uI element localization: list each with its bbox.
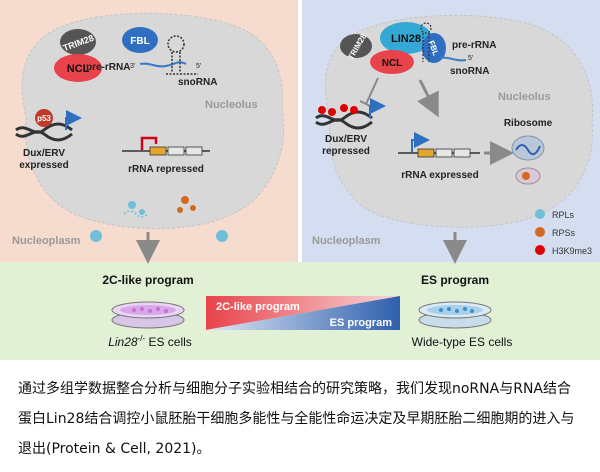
ribosome-icon: [511, 135, 545, 185]
right-ncl-shape: [370, 50, 414, 74]
right-rrna-gene: [398, 132, 480, 158]
gradient-es-triangle: [206, 296, 400, 330]
left-ncl-label: NCL: [67, 63, 90, 75]
right-dux-erv-label: Dux/ERV: [325, 134, 367, 145]
left-petri-dish: [111, 301, 185, 329]
right-petri-dish: [418, 301, 492, 329]
p53-label: p53: [37, 114, 51, 123]
figure-caption: 通过多组学数据整合分析与细胞分子实验相结合的研究策略，我们发现noRNA与RNA…: [18, 381, 575, 457]
left-rrna-gene: [122, 136, 210, 156]
gradient-es-label: ES program: [330, 317, 393, 329]
lin28-ko-sup: -/-: [138, 334, 146, 343]
left-three-prime: 3': [130, 63, 135, 70]
left-nucleoplasm-label: Nucleoplasm: [12, 235, 81, 247]
right-nucleoplasm-label: Nucleoplasm: [312, 235, 381, 247]
left-nucleolus-label: Nucleolus: [205, 99, 258, 111]
legend: RPLs RPSs H3K9me3: [535, 209, 592, 256]
left-dux-erv-chromatin: p53: [15, 109, 82, 142]
lin28-label: LIN28: [391, 33, 421, 45]
right-dux-erv-chromatin: [315, 98, 386, 130]
right-trim28-shape: [340, 34, 372, 58]
two-c-program-title: 2C-like program: [102, 273, 193, 287]
right-nucleolus-label: Nucleolus: [498, 91, 551, 103]
left-pre-rrna-strand: [139, 61, 187, 68]
figure: TRIM28 NCL FBL pre-rRNA 3' 5' snoRNA Nuc…: [0, 0, 600, 360]
left-snorna-label: snoRNA: [178, 77, 217, 88]
left-free-ribosomal-proteins: [123, 196, 196, 218]
p53-shape: [35, 109, 53, 127]
left-dna-strand: [15, 122, 73, 134]
left-ncl-shape: [54, 54, 102, 82]
lin28-shape: [380, 22, 432, 54]
left-rrna-repressed-label: rRNA repressed: [128, 164, 204, 175]
right-protein-cluster: TRIM28 LIN28 FBL NCL: [340, 22, 446, 74]
diagram-svg: TRIM28 NCL FBL pre-rRNA 3' 5' snoRNA Nuc…: [0, 0, 600, 360]
legend-rpls-swatch: [535, 209, 545, 219]
right-snorna-label: snoRNA: [450, 66, 489, 77]
legend-h3k9me3-label: H3K9me3: [552, 246, 592, 256]
right-five-prime: 5': [468, 55, 473, 62]
legend-rpls-label: RPLs: [552, 210, 575, 220]
left-fbl-label: FBL: [130, 36, 149, 47]
left-rpl-dot: [90, 230, 102, 242]
left-dux-promoter-arrow: [65, 110, 82, 130]
left-five-prime: 5': [196, 63, 201, 70]
left-fbl: FBL: [122, 27, 158, 53]
right-snorna-hairpin: [420, 22, 467, 62]
es-program-title: ES program: [421, 273, 489, 287]
right-inhibit-line: [365, 77, 379, 105]
left-fbl-shape: [122, 27, 158, 53]
left-dux-erv-label: Dux/ERV: [23, 148, 65, 159]
right-rrna-expressed-label: rRNA expressed: [401, 170, 478, 181]
left-trim28-ncl: TRIM28 NCL: [54, 29, 102, 82]
left-expressed-label: expressed: [19, 160, 68, 171]
lin28-ko-gene: Lin28: [108, 335, 138, 349]
right-pre-rrna-label: pre-rRNA: [452, 40, 496, 51]
left-snorna-hairpin: [166, 35, 198, 75]
lin28-ko-rest: ES cells: [145, 335, 192, 349]
legend-h3k9me3-swatch: [535, 245, 545, 255]
ribosome-label: Ribosome: [504, 118, 553, 129]
left-pre-rrna-label: pre-rRNA: [86, 62, 130, 73]
right-ncl-label: NCL: [382, 58, 403, 69]
left-rpl-dot-2: [216, 230, 228, 242]
right-fbl-shape: [422, 33, 446, 63]
lin28-ko-cells-label: Lin28-/- ES cells: [108, 334, 192, 349]
legend-rpss-label: RPSs: [552, 228, 576, 238]
wt-cells-label: Wide-type ES cells: [412, 335, 513, 349]
h3k9me3-mark: [318, 106, 326, 114]
right-activate-arrow: [417, 79, 439, 118]
right-repressed-label: repressed: [322, 146, 370, 157]
left-trim28-shape: [60, 29, 96, 55]
gradient-2c-label: 2C-like program: [216, 301, 300, 313]
left-rrna-block-symbol: [140, 136, 158, 150]
legend-rpss-swatch: [535, 227, 545, 237]
